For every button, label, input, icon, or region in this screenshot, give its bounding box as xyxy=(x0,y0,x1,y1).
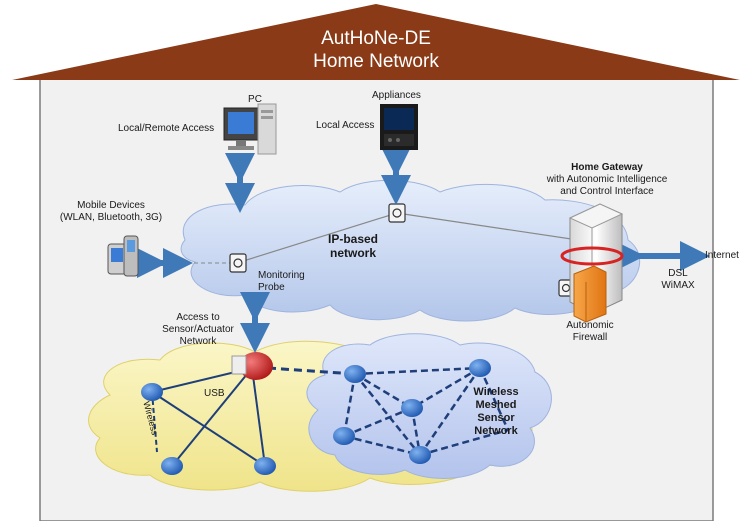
pc-label: PC xyxy=(248,94,262,105)
monitoring-probe-label-line1: Monitoring xyxy=(258,270,305,281)
mesh-label-line4: Network xyxy=(474,425,518,437)
home-gateway-title: Home Gateway xyxy=(571,162,643,173)
house-roof xyxy=(12,4,740,80)
internet-label: Internet xyxy=(705,250,739,261)
mesh-label-line1: Wireless xyxy=(473,386,519,398)
sensor-node xyxy=(409,446,431,464)
sensor-node xyxy=(469,359,491,377)
local-remote-access-label: Local/Remote Access xyxy=(118,123,215,134)
mesh-label-line3: Sensor xyxy=(477,412,515,424)
mesh-label-line2: Meshed xyxy=(475,399,517,411)
monitoring-probe-icon xyxy=(229,253,247,273)
ip-network-label-line2: network xyxy=(329,246,376,260)
sensor-node xyxy=(333,427,355,445)
dsl-label: DSL xyxy=(668,268,688,279)
sensor-node xyxy=(141,383,163,401)
house-title-line2: Home Network xyxy=(313,51,439,72)
access-sensor-label-line2: Sensor/Actuator xyxy=(162,324,234,335)
sensor-gateway-router-icon xyxy=(231,352,273,380)
mobile-devices-label-line2: (WLAN, Bluetooth, 3G) xyxy=(59,212,163,223)
house-title-line1: AutHoNe-DE xyxy=(321,28,431,49)
sensor-node xyxy=(254,457,276,475)
appliance-tv-icon xyxy=(380,104,418,150)
home-gateway-line2: with Autonomic Intelligence xyxy=(546,174,668,185)
firewall-label-line2: Firewall xyxy=(572,332,608,343)
usb-label: USB xyxy=(204,388,225,399)
appliance-probe-icon xyxy=(388,203,406,223)
wimax-label: WiMAX xyxy=(661,280,695,291)
firewall-icon xyxy=(573,265,607,323)
ip-link-probe-appliance xyxy=(239,212,398,263)
pc-icon xyxy=(223,103,277,155)
ip-link-appliance-gateway xyxy=(396,212,579,241)
firewall-label-line1: Autonomic xyxy=(566,320,614,331)
mobile-devices-label-line1: Mobile Devices xyxy=(77,200,145,211)
local-access-label: Local Access xyxy=(316,120,375,131)
mobile-devices-icon xyxy=(107,235,139,277)
sensor-node xyxy=(161,457,183,475)
ip-network-label-line1: IP-based xyxy=(327,232,378,246)
appliances-label: Appliances xyxy=(372,90,421,101)
sensor-links xyxy=(151,366,356,467)
access-sensor-label-line3: Network xyxy=(179,336,217,347)
sensor-node xyxy=(401,399,423,417)
home-gateway-line3: and Control Interface xyxy=(560,186,654,197)
monitoring-probe-label-line2: Probe xyxy=(258,282,285,293)
access-sensor-label-line1: Access to xyxy=(176,312,220,323)
sensor-node xyxy=(344,365,366,383)
sensor-nodes xyxy=(141,359,491,475)
